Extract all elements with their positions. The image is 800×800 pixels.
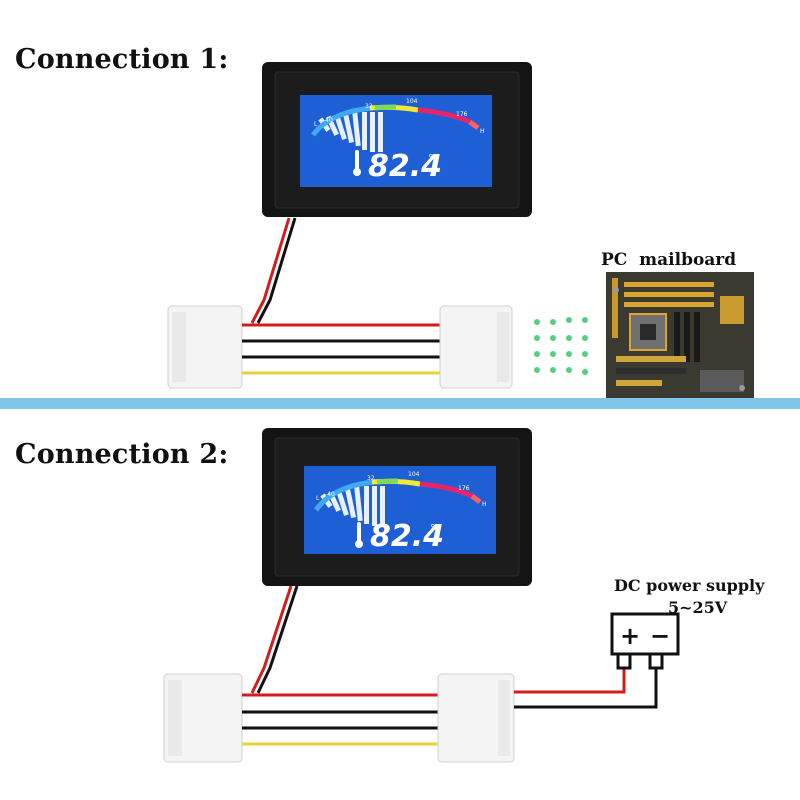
molex-connector-left	[167, 305, 243, 389]
tick-label-2-4: 176	[458, 485, 470, 492]
minus-sign: −	[650, 622, 670, 650]
tick-label-3: 104	[406, 98, 418, 105]
dc-power-supply-label: DC power supply	[614, 576, 765, 595]
tick-label-4: 176	[456, 111, 468, 118]
molex-connector-right	[439, 305, 513, 389]
lcd-screen-2: L -40 32 104 176 H 82.4 °F	[304, 466, 496, 554]
low-mark-2: L	[316, 495, 320, 502]
molex-connector-left-2	[163, 673, 243, 763]
thermometer-icon	[353, 150, 361, 176]
thermometer-panel-2: L -40 32 104 176 H 82.4 °F	[262, 428, 532, 586]
molex-wires	[242, 323, 440, 375]
low-mark: L	[314, 121, 318, 128]
section-divider	[0, 398, 800, 409]
thermometer-icon-2	[355, 522, 363, 548]
pc-mainboard-label: PC mailboard	[601, 250, 737, 270]
connection-2-heading: Connection 2:	[15, 439, 229, 470]
high-mark: H	[480, 128, 485, 135]
molex-wires-2	[242, 693, 440, 746]
sensor-wire	[250, 217, 297, 324]
tick-label-2: 32	[365, 103, 373, 110]
temperature-reading-2: 82.4	[370, 519, 444, 554]
sensor-wire-2	[250, 585, 299, 694]
molex-connector-right-2	[437, 673, 515, 763]
dc-power-supply: + −	[610, 612, 680, 670]
connection-2-diagram: L -40 32 104 176 H 82.4 °F	[163, 428, 680, 763]
connection-dots	[534, 317, 588, 375]
connection-1-diagram: L -40 32 104 176 H 82.4 °F	[167, 62, 754, 398]
connection-1-heading: Connection 1:	[15, 44, 229, 75]
power-supply-wires	[514, 668, 658, 709]
lcd-screen: L -40 32 104 176 H 82.4 °F	[300, 95, 492, 187]
tick-label-2-2: 32	[367, 475, 375, 482]
gauge-bars-2	[320, 486, 385, 526]
tick-label-2-3: 104	[408, 471, 420, 478]
high-mark-2: H	[482, 501, 487, 508]
temperature-unit-2: °F	[430, 522, 442, 535]
temperature-reading: 82.4	[368, 149, 442, 184]
temperature-unit: °F	[428, 152, 440, 165]
thermometer-panel: L -40 32 104 176 H 82.4 °F	[262, 62, 532, 217]
plus-sign: +	[620, 622, 640, 650]
tick-label-2-1: -40	[325, 491, 335, 498]
tick-label-1: -40	[323, 117, 333, 124]
gauge-bars	[318, 111, 383, 152]
dc-voltage-label: 5~25V	[668, 598, 728, 617]
motherboard-image	[606, 272, 754, 398]
